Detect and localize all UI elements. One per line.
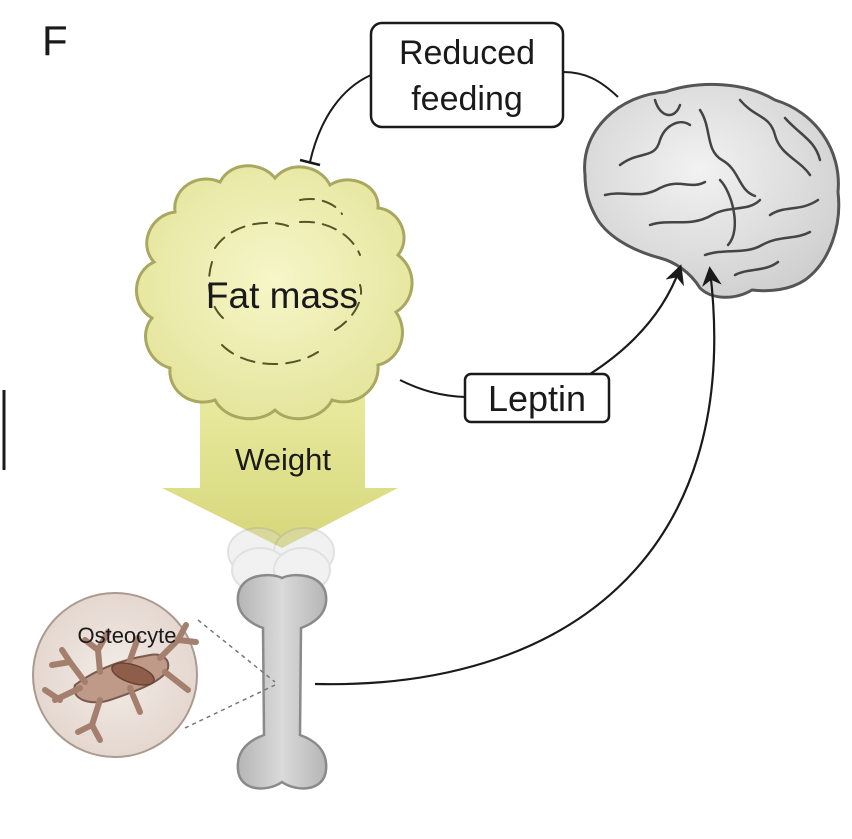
weight-arrow bbox=[162, 395, 398, 548]
reduced-feeding-label-line1: Reduced bbox=[399, 34, 535, 72]
brain-to-feeding-line bbox=[562, 71, 619, 98]
panel-label: F bbox=[42, 17, 68, 64]
osteocyte-zoom-lines bbox=[184, 619, 276, 729]
osteocyte-label: Osteocyte bbox=[77, 623, 176, 648]
fat-mass-cloud bbox=[135, 164, 414, 421]
leptin-label: Leptin bbox=[488, 378, 586, 419]
osteocyte-inset bbox=[32, 592, 199, 758]
reduced-feeding-label-line2: feeding bbox=[411, 80, 523, 118]
bone-icon bbox=[236, 573, 328, 790]
fat-to-leptin-line bbox=[399, 379, 466, 398]
fat-mass-label: Fat mass bbox=[206, 275, 358, 316]
weight-label: Weight bbox=[235, 442, 331, 477]
brain-icon bbox=[583, 83, 841, 299]
leptin-box bbox=[463, 372, 611, 424]
leptin-to-brain-arrow bbox=[589, 264, 684, 375]
bone-to-brain-arrow bbox=[314, 266, 722, 686]
feeding-inhibition-line bbox=[309, 74, 372, 163]
inhibition-tee bbox=[299, 158, 321, 167]
